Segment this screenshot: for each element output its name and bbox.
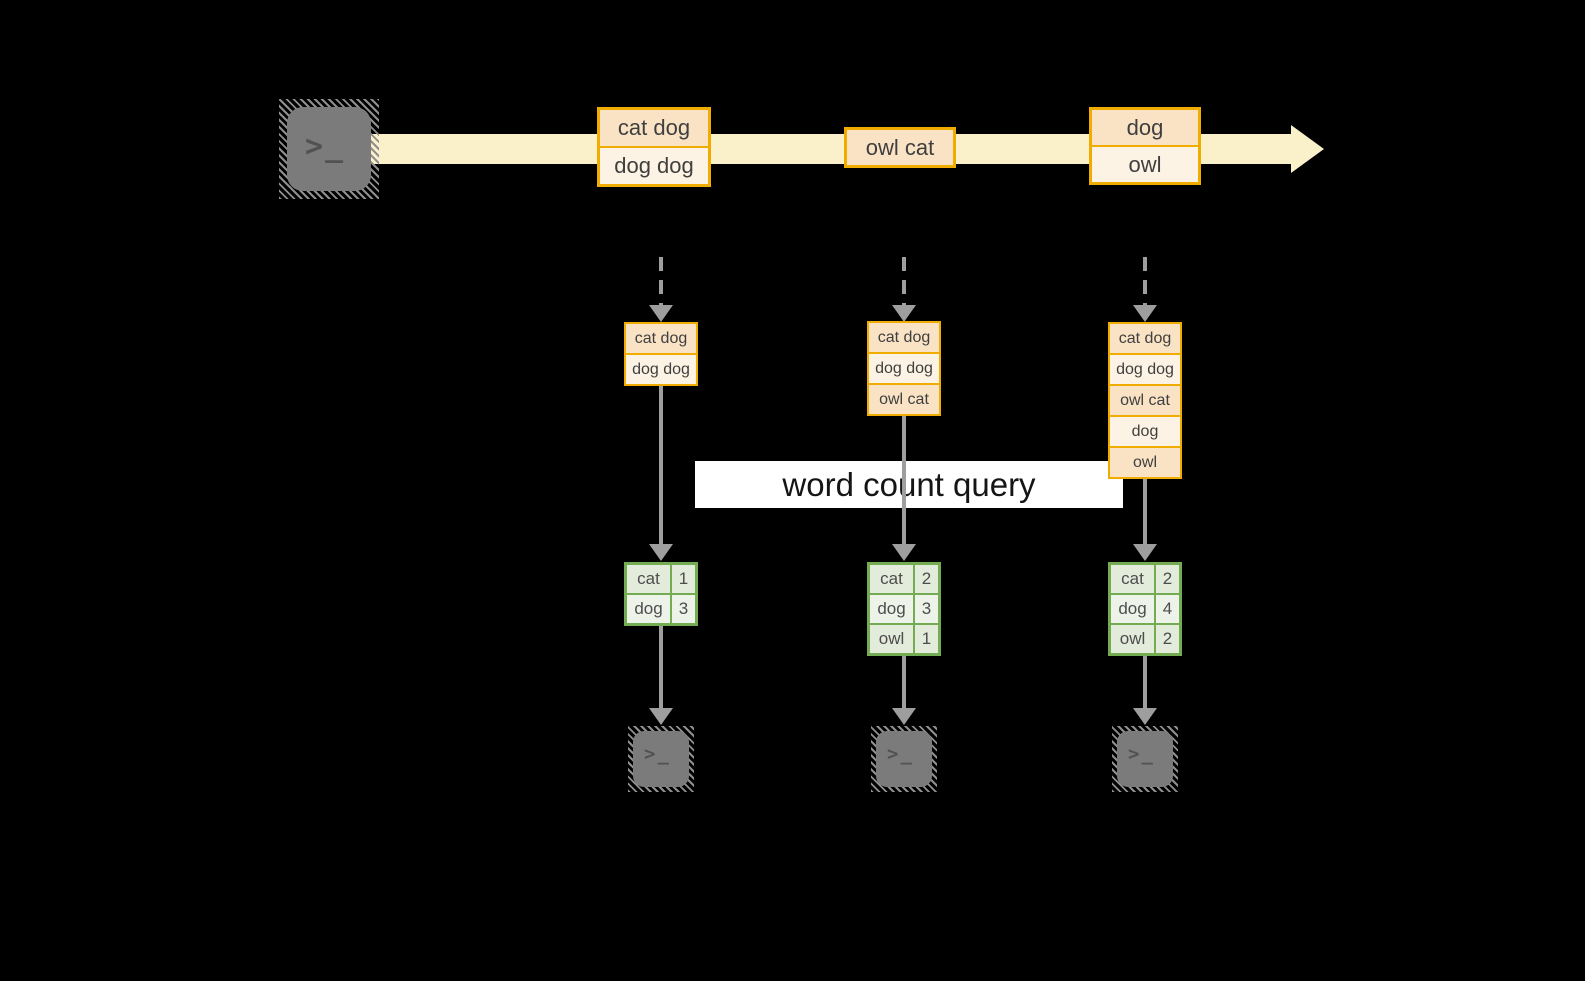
terminal-icon-body: >_	[633, 731, 689, 787]
state-line: cat dog	[626, 324, 696, 353]
state-box-2: cat dog dog dog owl cat	[867, 321, 941, 416]
state-line: cat dog	[869, 323, 939, 352]
count-cell: 2	[915, 565, 938, 593]
count-table-3: cat 2 dog 4 owl 2	[1108, 562, 1182, 656]
count-cell: 1	[672, 565, 695, 593]
stream-batch-1: cat dog dog dog	[597, 107, 711, 187]
count-cell: 2	[1156, 625, 1179, 653]
terminal-icon-sink-3: >_	[1112, 726, 1178, 792]
stream-arrowhead	[1291, 125, 1324, 173]
state-box-3: cat dog dog dog owl cat dog owl	[1108, 322, 1182, 479]
batch-line: dog	[1092, 110, 1198, 145]
state-line: dog dog	[869, 354, 939, 383]
arrowhead	[1133, 544, 1157, 561]
state-line: owl cat	[869, 385, 939, 414]
state-line: dog dog	[626, 355, 696, 384]
terminal-icon-body: >_	[876, 731, 932, 787]
terminal-icon-body: >_	[287, 107, 371, 191]
word-cell: dog	[627, 595, 670, 623]
arrowhead	[892, 708, 916, 725]
dashed-arrow-line	[659, 257, 663, 305]
terminal-prompt-glyph: >_	[644, 743, 671, 765]
terminal-prompt-glyph: >_	[1128, 743, 1155, 765]
word-cell: cat	[1111, 565, 1154, 593]
table-row: cat 1	[627, 565, 695, 593]
arrow-line	[902, 416, 906, 544]
table-row: cat 2	[870, 565, 938, 593]
terminal-icon-sink-2: >_	[871, 726, 937, 792]
query-label: word count query	[782, 465, 1036, 503]
word-cell: owl	[1111, 625, 1154, 653]
state-line: owl cat	[1110, 386, 1180, 415]
dashed-arrowhead	[1133, 305, 1157, 322]
state-line: dog	[1110, 417, 1180, 446]
batch-line: owl cat	[847, 130, 953, 165]
batch-line: dog dog	[600, 148, 708, 184]
batch-line: cat dog	[600, 110, 708, 146]
batch-line: owl	[1092, 147, 1198, 182]
arrowhead	[1133, 708, 1157, 725]
arrow-line	[902, 656, 906, 708]
dashed-arrow-line	[1143, 257, 1147, 305]
word-cell: owl	[870, 625, 913, 653]
count-cell: 1	[915, 625, 938, 653]
table-row: dog 4	[1111, 595, 1179, 623]
terminal-prompt-glyph: >_	[305, 129, 346, 164]
stream-batch-3: dog owl	[1089, 107, 1201, 185]
dashed-arrowhead	[892, 305, 916, 322]
terminal-prompt-glyph: >_	[887, 743, 914, 765]
arrow-line	[659, 386, 663, 544]
state-line: dog dog	[1110, 355, 1180, 384]
table-row: owl 1	[870, 625, 938, 653]
arrowhead	[649, 708, 673, 725]
count-table-1: cat 1 dog 3	[624, 562, 698, 626]
terminal-icon-source: >_	[279, 99, 379, 199]
word-cell: cat	[627, 565, 670, 593]
count-cell: 2	[1156, 565, 1179, 593]
arrowhead	[649, 544, 673, 561]
count-cell: 3	[915, 595, 938, 623]
word-cell: cat	[870, 565, 913, 593]
arrow-line	[1143, 479, 1147, 544]
word-cell: dog	[870, 595, 913, 623]
table-row: cat 2	[1111, 565, 1179, 593]
count-cell: 4	[1156, 595, 1179, 623]
stream-batch-2: owl cat	[844, 127, 956, 168]
state-line: cat dog	[1110, 324, 1180, 353]
word-cell: dog	[1111, 595, 1154, 623]
terminal-icon-body: >_	[1117, 731, 1173, 787]
count-cell: 3	[672, 595, 695, 623]
dashed-arrow-line	[902, 257, 906, 305]
arrow-line	[659, 626, 663, 708]
table-row: dog 3	[870, 595, 938, 623]
table-row: dog 3	[627, 595, 695, 623]
dashed-arrowhead	[649, 305, 673, 322]
state-line: owl	[1110, 448, 1180, 477]
query-band: word count query	[695, 461, 1123, 508]
arrowhead	[892, 544, 916, 561]
table-row: owl 2	[1111, 625, 1179, 653]
terminal-icon-sink-1: >_	[628, 726, 694, 792]
state-box-1: cat dog dog dog	[624, 322, 698, 386]
arrow-line	[1143, 656, 1147, 708]
count-table-2: cat 2 dog 3 owl 1	[867, 562, 941, 656]
